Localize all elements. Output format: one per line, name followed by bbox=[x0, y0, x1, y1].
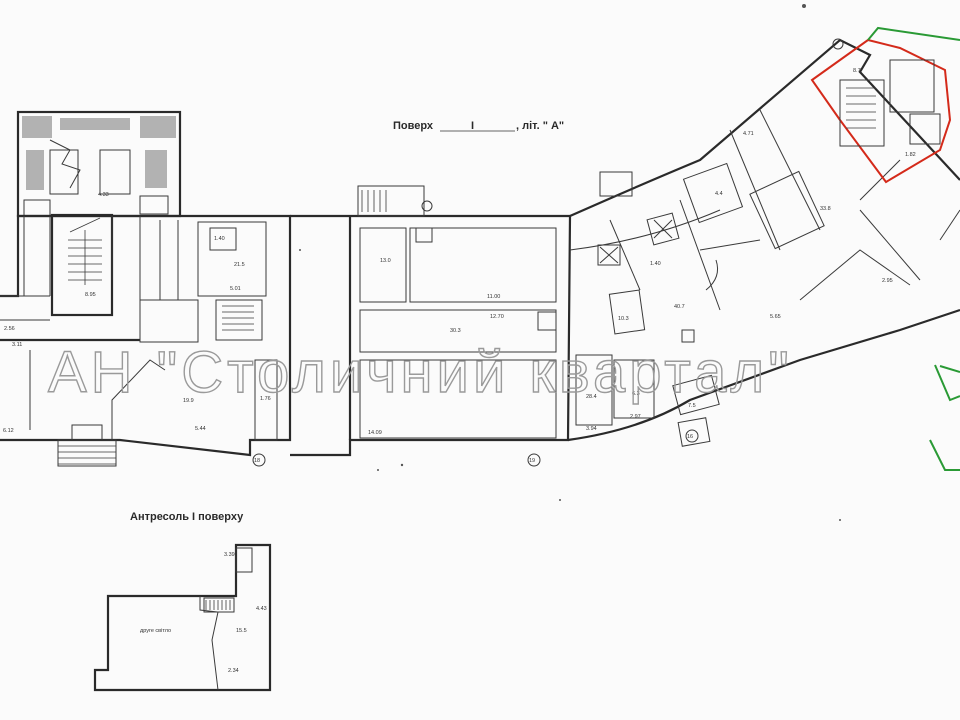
room-area: 8.7 bbox=[853, 68, 861, 74]
scan-noise bbox=[299, 4, 841, 521]
dim-label: 5.01 bbox=[230, 286, 241, 292]
room-area: 7.5 bbox=[688, 403, 696, 409]
dim-label: 5.65 bbox=[770, 314, 781, 320]
room-area: 15.5 bbox=[236, 628, 247, 634]
axis-mark: 19 bbox=[529, 458, 535, 464]
left-entrance-steps: 18 bbox=[57, 439, 266, 467]
central-wing: 13.0 11.00 30.3 12.70 14.09 19 bbox=[290, 185, 572, 467]
floor-value: I bbox=[471, 120, 474, 132]
dim-label: 1.76 bbox=[260, 396, 271, 402]
left-stair-tower: 4.33 bbox=[16, 110, 182, 218]
dim-label: 4.71 bbox=[743, 131, 754, 137]
floor-label: Поверх bbox=[393, 120, 434, 132]
room-area: 6.3 bbox=[632, 391, 640, 397]
dim-label: 1.40 bbox=[650, 261, 661, 267]
dim-label: 1.40 bbox=[214, 236, 225, 242]
room-area: 21.5 bbox=[234, 262, 245, 268]
room-area: 40.7 bbox=[674, 304, 685, 310]
room-area: 10.3 bbox=[618, 316, 629, 322]
green-outline bbox=[867, 26, 960, 471]
dim-label: 2.97 bbox=[630, 414, 641, 420]
dim-label: 3.11 bbox=[12, 342, 22, 348]
mezzanine-room-label: друге світло bbox=[140, 628, 171, 634]
dim-label: 2.56 bbox=[4, 326, 15, 332]
dim-label: 2.95 bbox=[882, 278, 893, 284]
room-area: 28.4 bbox=[586, 394, 597, 400]
dim-label: 14.09 bbox=[368, 430, 382, 436]
room-area: 19.9 bbox=[183, 398, 194, 404]
dim-label: 12.70 bbox=[490, 314, 504, 320]
mezzanine-title: Антресоль I поверху bbox=[130, 511, 244, 523]
dim-label: 8.95 bbox=[85, 292, 96, 298]
mezzanine-plan: 3.39 друге світло 15.5 2.34 4.43 bbox=[93, 543, 272, 692]
dim-label: 3.94 bbox=[586, 426, 597, 432]
highlighted-stairwell: 8.7 1.82 bbox=[810, 38, 952, 184]
liter-label: , літ. " А" bbox=[516, 120, 564, 132]
watermark: АН "Столичний квартал" bbox=[48, 340, 793, 405]
left-main-stair: 8.95 bbox=[50, 213, 114, 317]
room-area: 13.0 bbox=[380, 258, 391, 264]
room-area: 33.8 bbox=[820, 206, 831, 212]
dim-label: 4.33 bbox=[98, 192, 109, 198]
left-wing: 21.5 5.01 19.9 5.44 2.56 3.11 6.12 1.76 … bbox=[0, 214, 292, 457]
dim-label: 3.39 bbox=[224, 552, 235, 558]
axis-mark: 16 bbox=[687, 434, 693, 440]
dim-label: 11.00 bbox=[487, 294, 500, 300]
axis-mark: 18 bbox=[254, 458, 260, 464]
room-area: 30.3 bbox=[450, 328, 461, 334]
dim-label: 1.82 bbox=[905, 152, 916, 158]
dim-label: 5.44 bbox=[195, 426, 206, 432]
room-area: 4.4 bbox=[715, 191, 723, 197]
dim-label: 4.43 bbox=[256, 606, 267, 612]
dim-label: 2.34 bbox=[228, 668, 239, 674]
right-curved-wing: 40.7 1.40 10.3 28.4 6.3 7.5 3.94 2.97 33… bbox=[567, 38, 960, 447]
dim-label: 6.12 bbox=[3, 428, 14, 434]
